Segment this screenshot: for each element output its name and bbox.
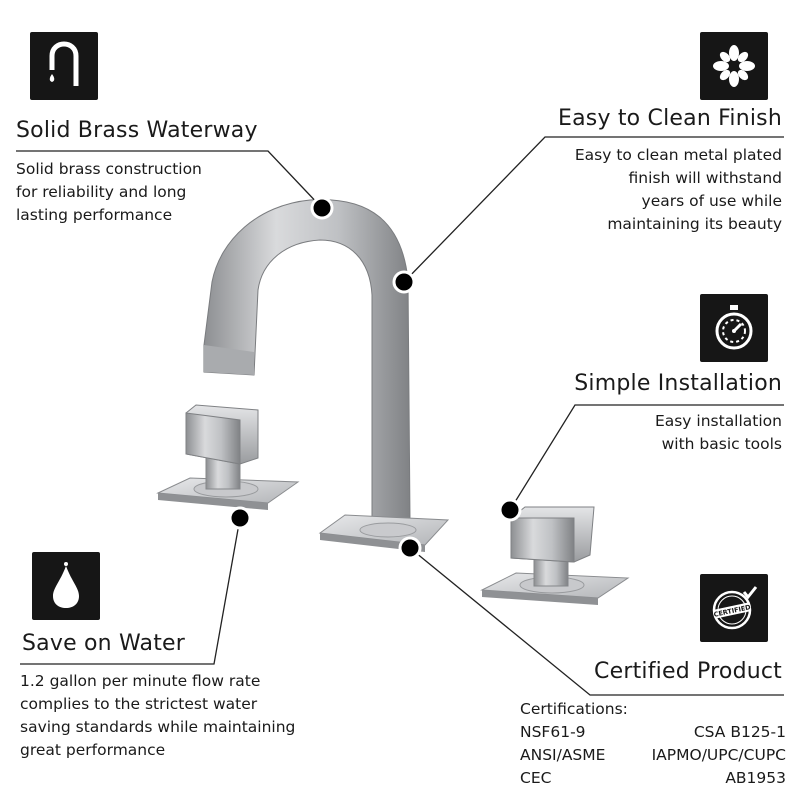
water-desc-line: saving standards while maintaining [20,718,296,736]
finish-description: Easy to clean metal plated finish will w… [575,144,782,236]
callout-line-finish [403,136,784,283]
install-description: Easy installation with basic tools [655,410,782,456]
finish-desc-line: years of use while [641,192,782,210]
callout-dot-install [498,498,522,522]
spout-base-plate [318,514,450,552]
cert-item: CSA B125-1 [693,723,786,741]
water-desc-line: 1.2 gallon per minute flow rate [20,672,261,690]
callout-line-waterway [16,150,323,209]
callout-dot-certified [398,536,422,560]
water-drop-icon [32,552,100,620]
water-title: Save on Water [22,631,186,656]
cert-item: CEC [520,769,552,787]
callout-line-water [20,517,241,665]
install-title: Simple Installation [574,371,782,396]
finish-desc-line: finish will withstand [628,169,782,187]
waterway-title: Solid Brass Waterway [16,118,258,143]
waterway-desc-line: for reliability and long [16,183,187,201]
water-description: 1.2 gallon per minute flow rate complies… [20,670,295,762]
waterway-desc-line: Solid brass construction [16,160,202,178]
finish-title: Easy to Clean Finish [558,106,782,131]
certifications-heading: Certifications: [520,700,628,718]
callout-dot-water [228,506,252,530]
waterway-desc-line: lasting performance [16,206,173,224]
callout-lines [16,136,784,696]
cert-item: IAPMO/UPC/CUPC [651,746,786,764]
cert-item: ANSI/ASME [520,746,606,764]
install-desc-line: with basic tools [661,435,782,453]
callout-line-install [509,404,784,511]
finish-desc-line: Easy to clean metal plated [574,146,782,164]
waterway-description: Solid brass construction for reliability… [16,158,202,227]
callout-line-certified [409,547,784,696]
faucet-spout-icon [30,32,98,100]
install-desc-line: Easy installation [654,412,782,430]
right-handle [480,506,630,605]
finish-desc-line: maintaining its beauty [607,215,782,233]
callout-dot-waterway [310,196,334,220]
left-handle [156,404,300,510]
cert-item: NSF61-9 [520,723,586,741]
certified-title: Certified Product [594,659,782,684]
water-desc-line: complies to the strictest water [20,695,258,713]
callout-dots [228,196,522,560]
stopwatch-icon [700,294,768,362]
callout-dot-finish [392,270,416,294]
cert-row: ANSI/ASME IAPMO/UPC/CUPC [520,744,786,767]
sparkle-clean-icon [700,32,768,100]
water-desc-line: great performance [20,741,166,759]
cert-item: AB1953 [725,769,786,787]
certifications-list: Certifications: NSF61-9 CSA B125-1 ANSI/… [520,698,786,790]
cert-row: CEC AB1953 [520,767,786,790]
cert-row: NSF61-9 CSA B125-1 [520,721,786,744]
certified-stamp-icon: CERTIFIED [700,574,768,642]
